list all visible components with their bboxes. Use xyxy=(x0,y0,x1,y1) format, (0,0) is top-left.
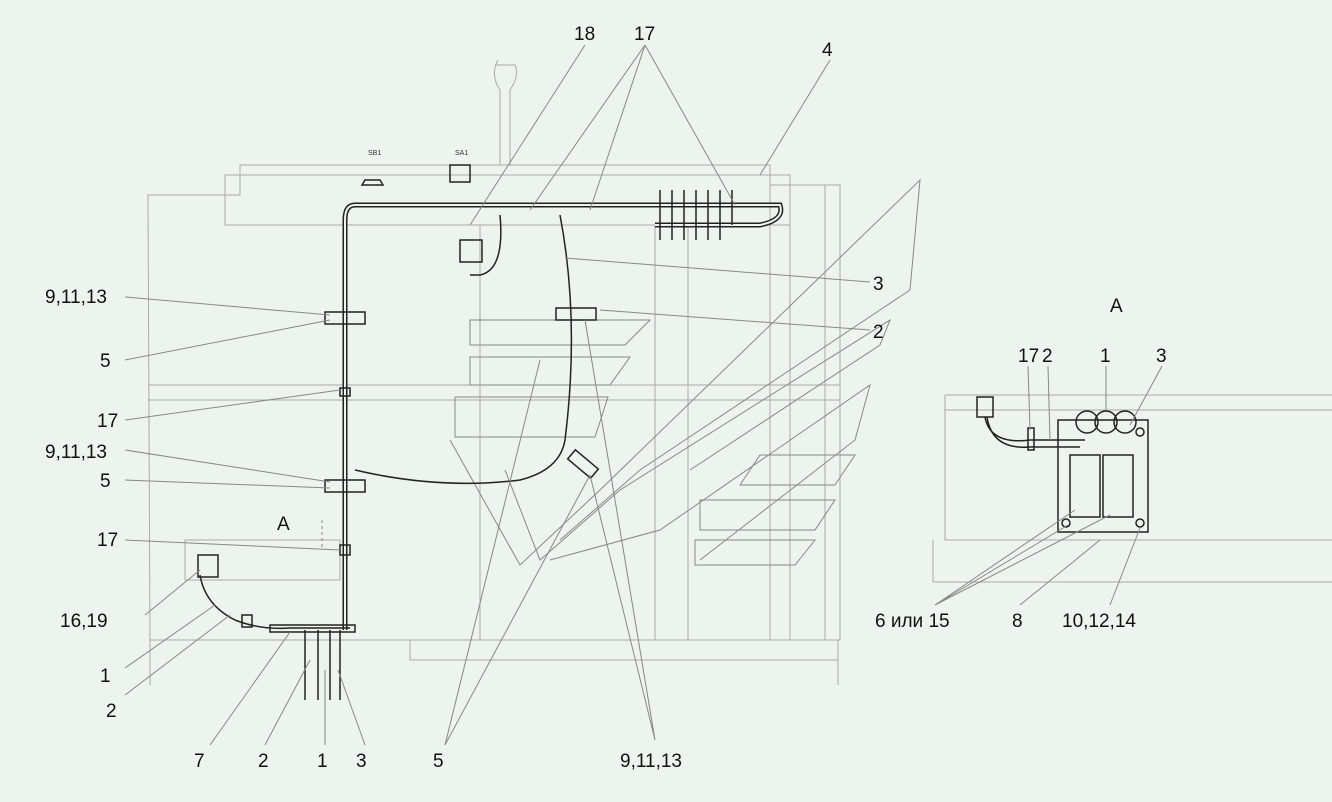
svg-text:SB1: SB1 xyxy=(368,150,381,157)
callout: 1 xyxy=(1100,346,1111,367)
callout: 3 xyxy=(1156,346,1167,367)
switch-sb1: SB1 xyxy=(360,150,385,186)
leader-lines xyxy=(124,44,871,746)
side-panels xyxy=(449,178,921,566)
callout: 6 или 15 xyxy=(875,611,950,632)
view-marker-a: A xyxy=(277,514,290,535)
callout: 4 xyxy=(822,40,833,61)
clamps xyxy=(241,307,600,628)
callout: 5 xyxy=(100,351,111,372)
cab-frame xyxy=(147,59,841,685)
callout: 17 xyxy=(634,24,655,45)
callout: 3 xyxy=(356,751,367,772)
callout: 1 xyxy=(100,666,111,687)
callout: 2 xyxy=(258,751,269,772)
callout: 1 xyxy=(317,751,328,772)
cable-harness xyxy=(197,190,784,700)
callout: 2 xyxy=(106,701,117,722)
callout: 16,19 xyxy=(60,611,108,632)
detail-view-a: A 17 2 1 3 6 или 15 8 10,12,14 xyxy=(875,296,1332,632)
callout: 8 xyxy=(1012,611,1023,632)
callout-labels: 18 17 4 3 2 9,11,13 5 17 9,11,13 5 17 16… xyxy=(45,24,884,772)
callout: 7 xyxy=(194,751,205,772)
svg-text:SA1: SA1 xyxy=(455,150,468,157)
callout: 17 xyxy=(97,411,118,432)
callout: 2 xyxy=(873,322,884,343)
callout: 2 xyxy=(1042,346,1053,367)
callout: 5 xyxy=(100,471,111,492)
callout: 17 xyxy=(97,530,118,551)
callout: 3 xyxy=(873,274,884,295)
callout: 9,11,13 xyxy=(620,751,682,772)
callout: 17 xyxy=(1018,346,1039,367)
switch-sa1: SA1 xyxy=(449,150,471,183)
callout: 10,12,14 xyxy=(1062,611,1136,632)
callout: 5 xyxy=(433,751,444,772)
callout: 9,11,13 xyxy=(45,287,107,308)
callout: 18 xyxy=(574,24,595,45)
callout: 9,11,13 xyxy=(45,442,107,463)
detail-title: A xyxy=(1110,296,1123,317)
